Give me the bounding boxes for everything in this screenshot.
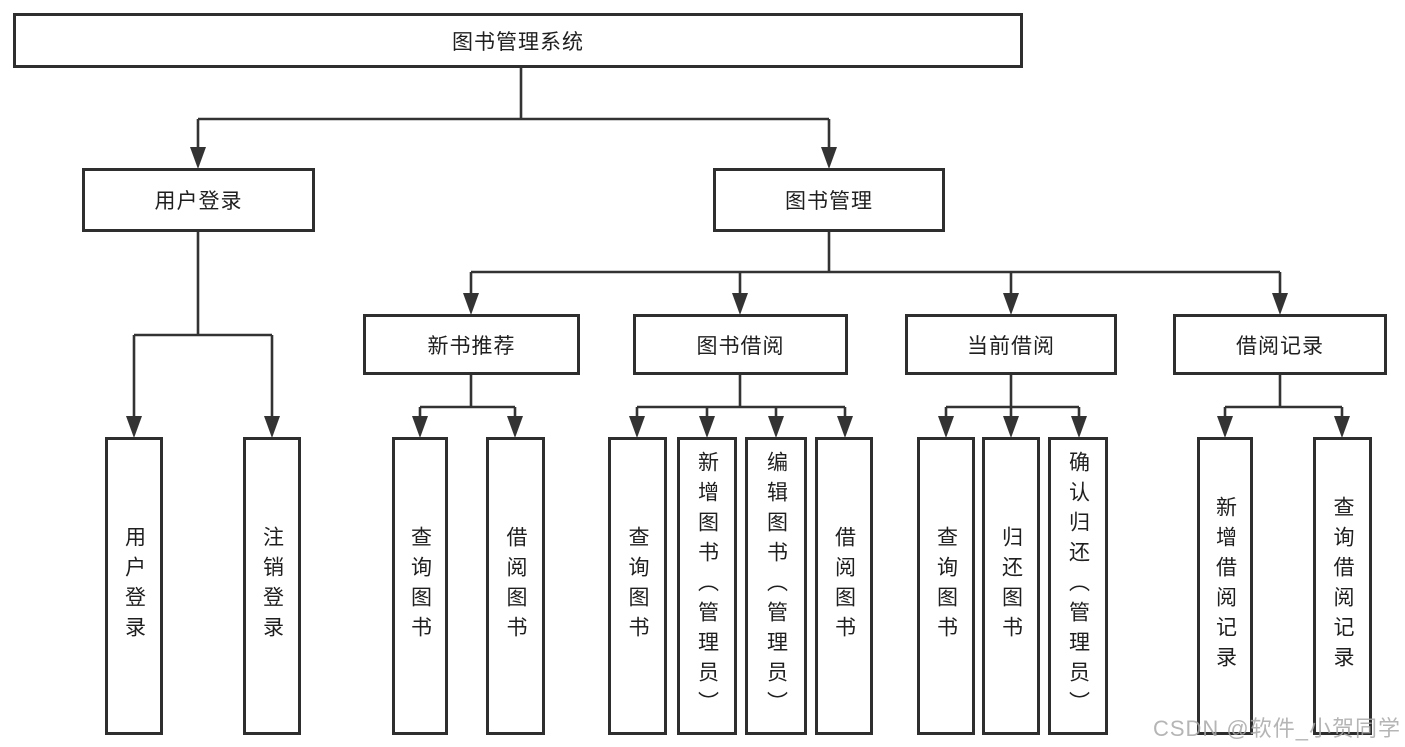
leaf-newbook-query-books: 查询图书 <box>392 437 448 735</box>
leaf-borrow-edit-books-admin: 编辑图书（管理员） <box>745 437 807 735</box>
leaf-current-confirm-return-admin: 确认归还（管理员） <box>1048 437 1108 735</box>
leaf-current-query-books-label: 查询图书 <box>934 526 958 646</box>
arrowhead-br-query <box>1334 416 1350 438</box>
leaf-current-return-books: 归还图书 <box>982 437 1040 735</box>
arrowhead-borrow-records <box>1272 293 1288 315</box>
node-book-management-label: 图书管理 <box>785 190 873 213</box>
node-new-book-recommend-label: 新书推荐 <box>427 334 516 358</box>
leaf-logout: 注销登录 <box>243 437 301 735</box>
arrowhead-br-add <box>1217 416 1233 438</box>
leaf-logout-label: 注销登录 <box>260 526 284 646</box>
arrowhead-cb-return <box>1003 416 1019 438</box>
node-user-login: 用户登录 <box>82 168 315 232</box>
leaf-newbook-query-books-label: 查询图书 <box>408 526 432 646</box>
csdn-watermark: CSDN @软件_小贺同学 <box>1152 716 1401 741</box>
leaf-borrow-query-books-label: 查询图书 <box>626 526 649 646</box>
arrowhead-leaf-logout <box>264 416 280 438</box>
node-book-borrow-label: 图书借阅 <box>696 334 785 358</box>
arrowhead-bb-borrow <box>837 416 853 438</box>
leaf-current-query-books: 查询图书 <box>917 437 975 735</box>
leaf-records-add-record-label: 新增借阅记录 <box>1213 496 1237 676</box>
leaf-borrow-borrow-books-label: 借阅图书 <box>832 526 856 646</box>
leaf-borrow-add-books-admin: 新增图书（管理员） <box>677 437 737 735</box>
arrowhead-nb-borrow <box>507 416 523 438</box>
node-new-book-recommend: 新书推荐 <box>363 314 580 375</box>
leaf-borrow-edit-books-admin-label: 编辑图书（管理员） <box>764 451 788 721</box>
node-current-borrow: 当前借阅 <box>905 314 1117 375</box>
arrowhead-book-borrow <box>732 293 748 315</box>
leaf-newbook-borrow-books-label: 借阅图书 <box>504 526 527 646</box>
node-borrow-records-label: 借阅记录 <box>1236 334 1324 358</box>
node-book-borrow: 图书借阅 <box>633 314 848 375</box>
node-user-login-label: 用户登录 <box>154 190 243 213</box>
leaf-current-confirm-return-admin-label: 确认归还（管理员） <box>1066 451 1090 721</box>
leaf-borrow-borrow-books: 借阅图书 <box>815 437 873 735</box>
arrowhead-new-book <box>463 293 479 315</box>
node-book-management: 图书管理 <box>713 168 945 232</box>
node-current-borrow-label: 当前借阅 <box>967 334 1055 358</box>
leaf-records-query-record-label: 查询借阅记录 <box>1331 496 1354 676</box>
arrowhead-cb-query <box>938 416 954 438</box>
node-root-library-system: 图书管理系统 <box>13 13 1023 68</box>
leaf-newbook-borrow-books: 借阅图书 <box>486 437 545 735</box>
leaf-user-login-label: 用户登录 <box>122 526 146 646</box>
leaf-records-query-record: 查询借阅记录 <box>1313 437 1372 735</box>
arrowhead-cb-confirm <box>1071 416 1087 438</box>
arrowhead-user-login <box>190 147 206 169</box>
arrowhead-bb-edit <box>768 416 784 438</box>
leaf-user-login: 用户登录 <box>105 437 163 735</box>
arrowhead-book-management <box>821 147 837 169</box>
leaf-borrow-query-books: 查询图书 <box>608 437 667 735</box>
leaf-records-add-record: 新增借阅记录 <box>1197 437 1253 735</box>
leaf-current-return-books-label: 归还图书 <box>999 526 1023 646</box>
arrowhead-bb-add <box>699 416 715 438</box>
node-borrow-records: 借阅记录 <box>1173 314 1387 375</box>
arrowhead-bb-query <box>629 416 645 438</box>
node-root-label: 图书管理系统 <box>452 30 584 54</box>
leaf-borrow-add-books-admin-label: 新增图书（管理员） <box>695 451 719 721</box>
arrowhead-nb-query <box>412 416 428 438</box>
arrowhead-current-borrow <box>1003 293 1019 315</box>
arrowhead-leaf-login <box>126 416 142 438</box>
